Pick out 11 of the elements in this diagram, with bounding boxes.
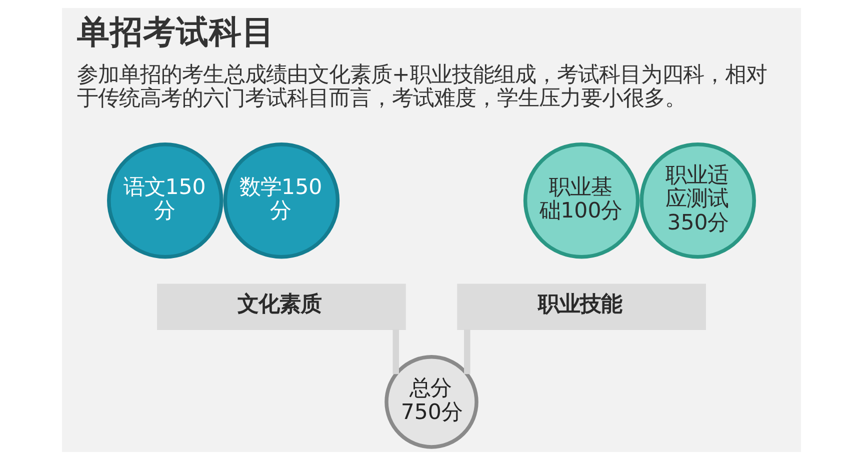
node-box: 职业技能: [456, 284, 706, 330]
label: 参加单招的考生总成绩由文化素质+职业技能组成，考试科目为四科，相对于传统高考的六门考试科目而言，考试难度，学生压力要小很多。: [76, 62, 766, 112]
connector: [464, 329, 470, 374]
connector: [392, 329, 398, 374]
node-circle: 数学150分: [222, 142, 340, 259]
diagram-title: 单招考试科目: [76, 12, 275, 51]
node-circle: 职业基础100分: [522, 142, 640, 259]
node-box: 文化素质: [156, 284, 406, 330]
node-circle: 职业适应测试350分: [639, 142, 756, 259]
node-circle: 语文150分: [106, 142, 223, 259]
node-circle: 总分750分: [384, 355, 478, 449]
